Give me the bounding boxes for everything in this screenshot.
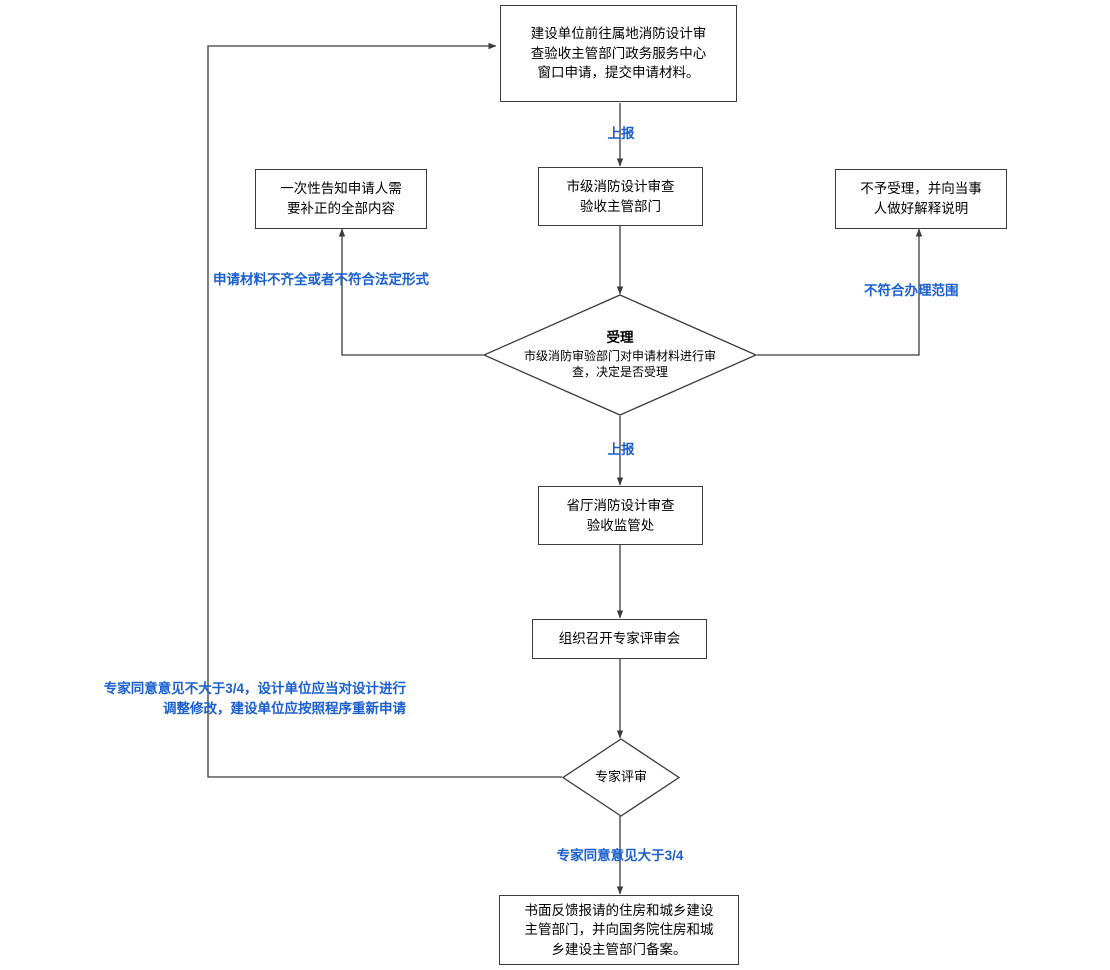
decision-expert-review: 专家评审 bbox=[561, 738, 681, 817]
node-reject-text: 不予受理，并向当事 人做好解释说明 bbox=[860, 181, 982, 216]
node-reject: 不予受理，并向当事 人做好解释说明 bbox=[835, 169, 1007, 229]
edge-label-expert-agree: 专家同意意见大于3/4 bbox=[556, 848, 684, 863]
node-notify-text: 一次性告知申请人需 要补正的全部内容 bbox=[280, 181, 402, 216]
edge-label-expert-disagree: 专家同意意见不大于3/4，设计单位应当对设计进行 调整修改，建设单位应按照程序重… bbox=[103, 681, 406, 716]
node-city-dept-text: 市级消防设计审查 验收主管部门 bbox=[566, 178, 675, 214]
decision-expert-review-shape bbox=[561, 738, 681, 817]
decision-accept-shape bbox=[482, 294, 758, 416]
decision-accept: 受理 市级消防审验部门对申请材料进行审 查，决定是否受理 bbox=[482, 294, 758, 416]
node-apply: 建设单位前往属地消防设计审 查验收主管部门政务服务中心 窗口申请，提交申请材料。 bbox=[500, 5, 737, 102]
node-feedback: 书面反馈报请的住房和城乡建设 主管部门，并向国务院住房和城 乡建设主管部门备案。 bbox=[499, 895, 739, 965]
node-expert-meeting-text: 组织召开专家评审会 bbox=[558, 631, 681, 647]
node-notify: 一次性告知申请人需 要补正的全部内容 bbox=[255, 169, 427, 229]
node-province-dept-text: 省厅消防设计审查 验收监管处 bbox=[566, 497, 675, 533]
node-city-dept: 市级消防设计审查 验收主管部门 bbox=[538, 167, 703, 226]
node-expert-meeting: 组织召开专家评审会 bbox=[532, 619, 707, 659]
edge-label-report-2: 上报 bbox=[607, 442, 635, 457]
edge-label-out-of-scope: 不符合办理范围 bbox=[864, 283, 959, 298]
node-apply-text: 建设单位前往属地消防设计审 查验收主管部门政务服务中心 窗口申请，提交申请材料。 bbox=[530, 26, 707, 81]
edge-label-report-1: 上报 bbox=[607, 126, 635, 141]
node-province-dept: 省厅消防设计审查 验收监管处 bbox=[538, 486, 703, 545]
node-feedback-text: 书面反馈报请的住房和城乡建设 主管部门，并向国务院住房和城 乡建设主管部门备案。 bbox=[524, 902, 714, 957]
edge-label-incomplete-materials: 申请材料不齐全或者不符合法定形式 bbox=[213, 272, 429, 287]
